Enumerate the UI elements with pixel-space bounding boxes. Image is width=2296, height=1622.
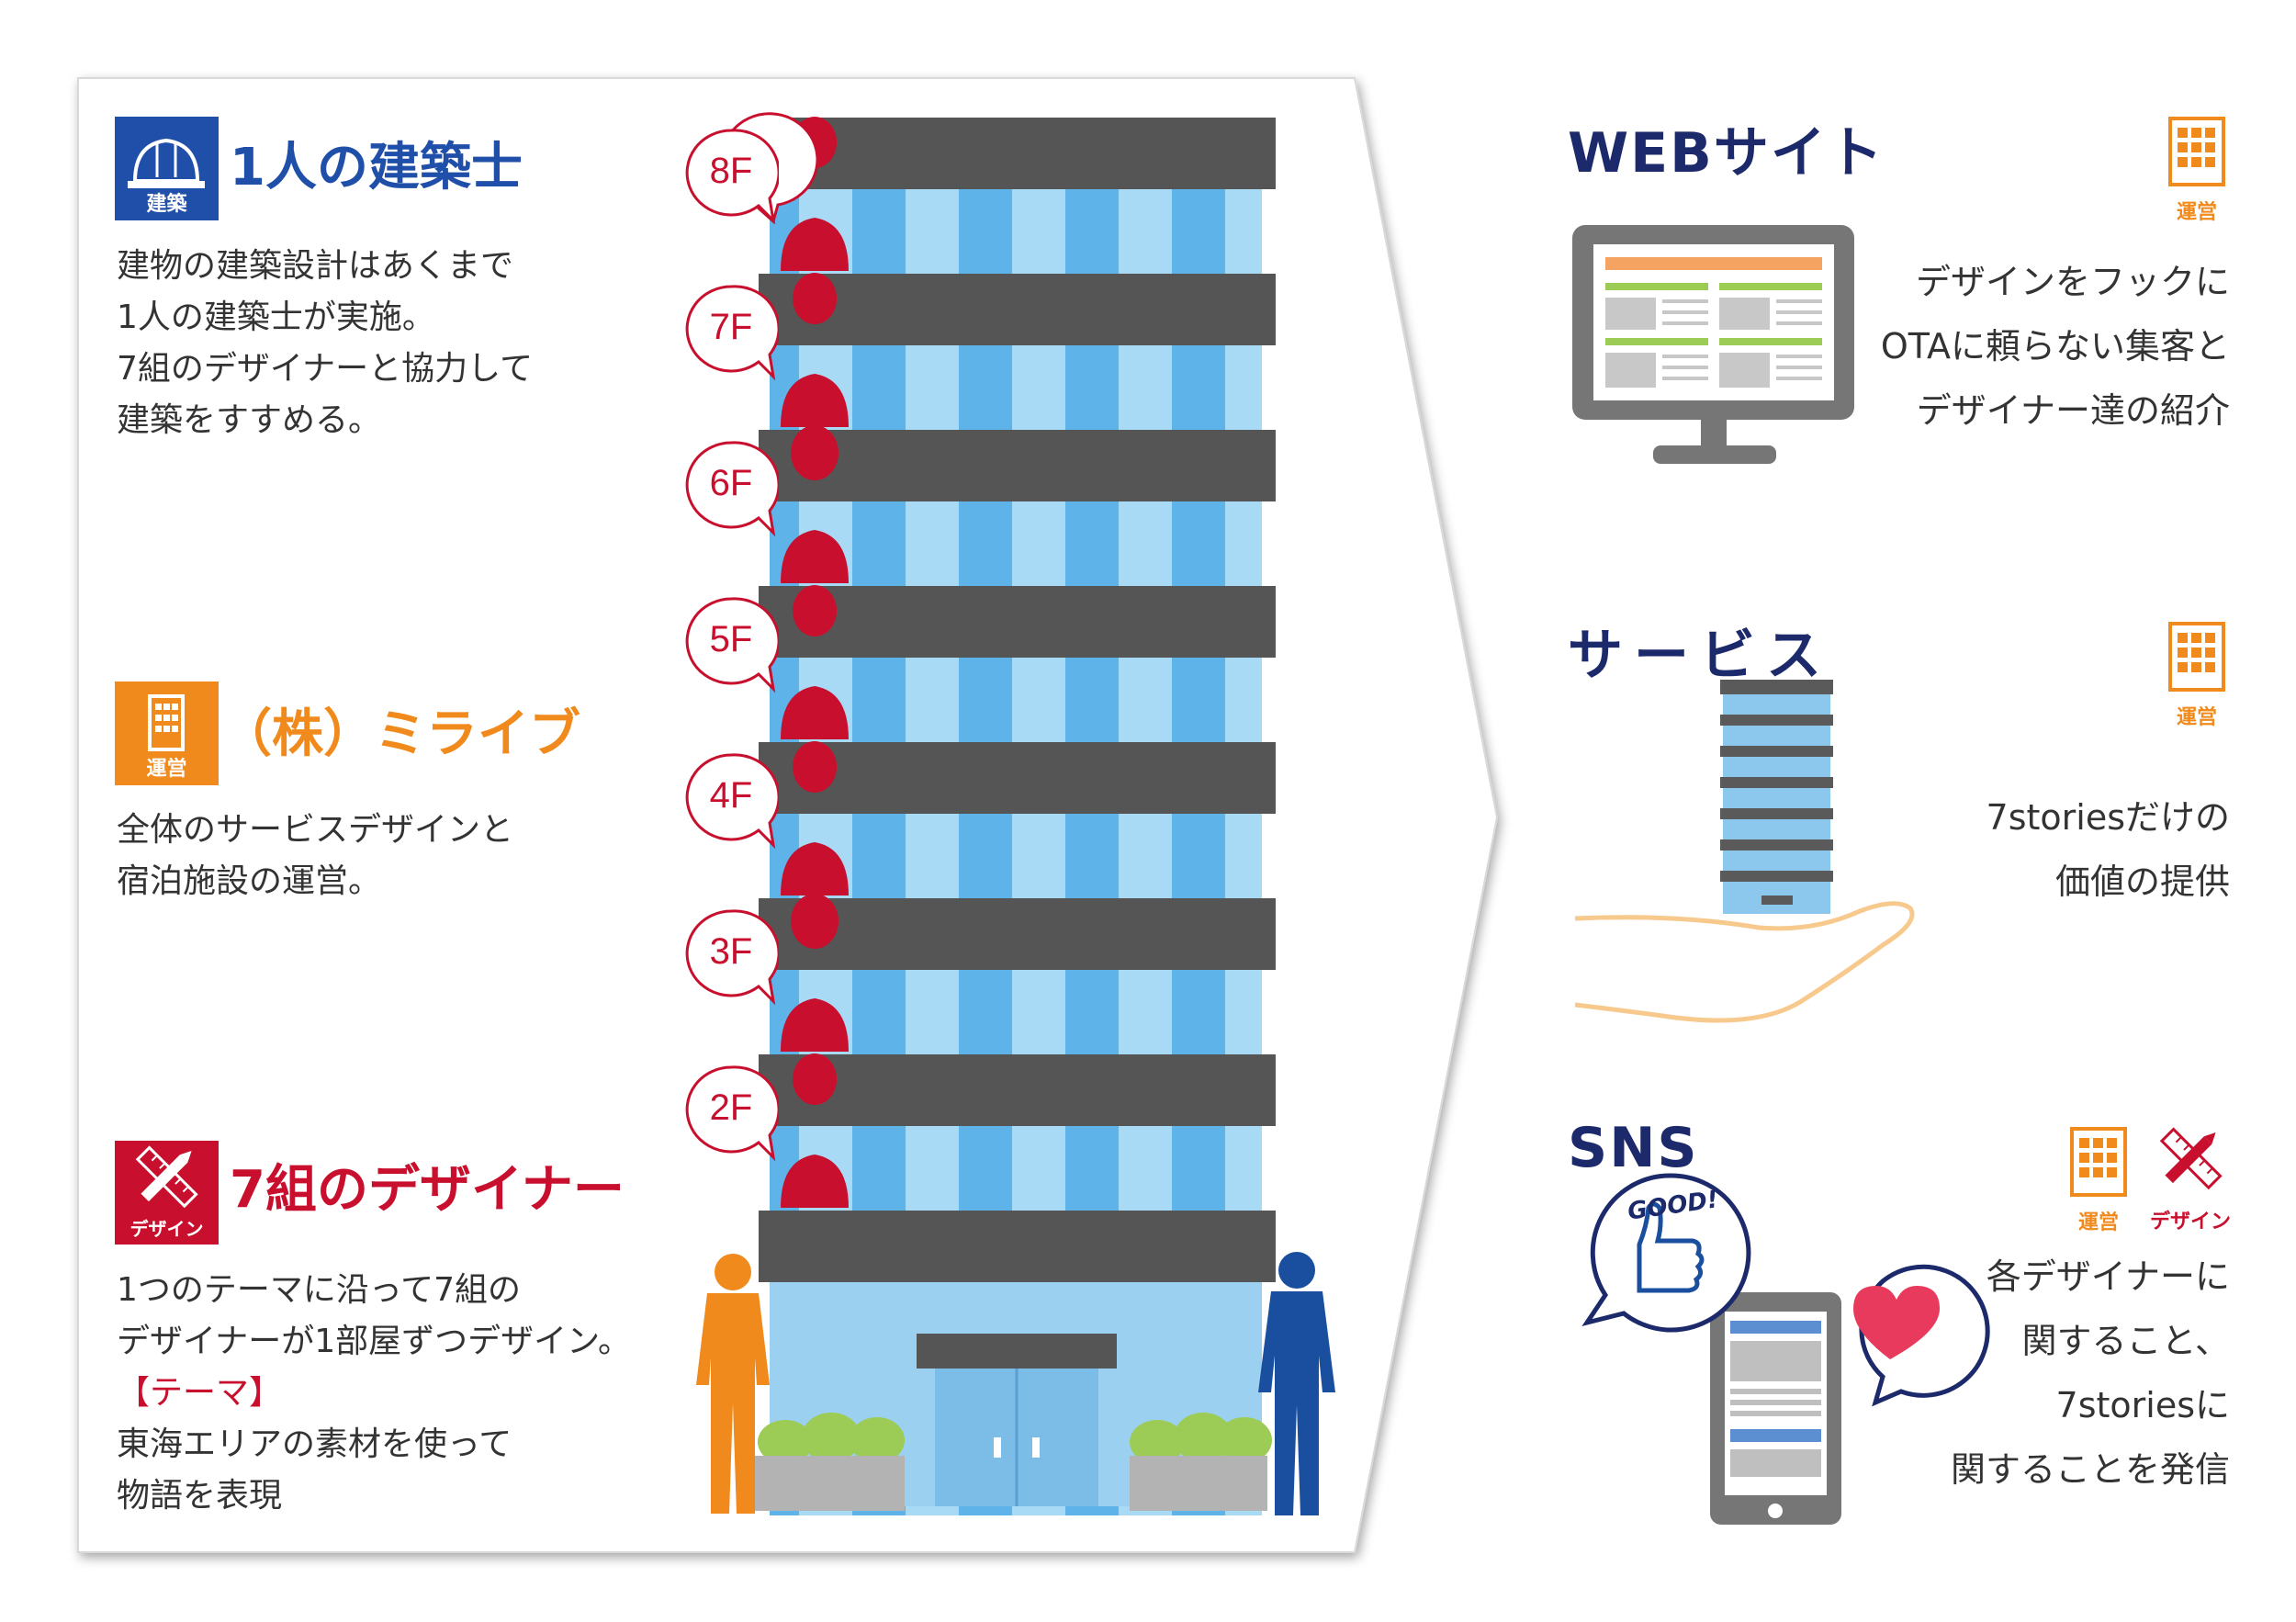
service-tag-label: 運営 [2176, 706, 2217, 729]
floor-bubble-5f: 5F [683, 595, 779, 693]
sns-title: SNS [1568, 1116, 1699, 1180]
planter-right [1130, 1413, 1272, 1511]
floor-label: 3F [709, 931, 753, 972]
company-icon-label: 運営 [146, 758, 187, 781]
designers-desc: 1つのテーマに沿って7組の デザイナーが1部屋ずつデザイン。 【テーマ】 東海エ… [117, 1271, 632, 1515]
web-desc: デザインをフックに OTAに頼らない集客と デザイナー達の紹介 [1880, 262, 2230, 431]
hand-building-illustration [1574, 680, 1915, 1023]
designers-icon: デザイン [115, 1141, 219, 1245]
sns-tag-label-2: デザイン [2149, 1211, 2231, 1233]
floor-label: 5F [709, 619, 753, 659]
floor-bubble-6f: 6F [683, 439, 779, 537]
company-desc: 全体のサービスデザインと 宿泊施設の運営。 [117, 811, 514, 900]
building-illustration [696, 118, 1335, 1515]
architect-desc: 建物の建築設計はあくまで 1人の建築士が実施。 7組のデザイナーと協力して 建築… [117, 247, 534, 439]
floor-bubble-8f: 8F [683, 127, 779, 225]
floor-bubble-3f: 3F [683, 907, 779, 1006]
architect-title: 1人の建築士 [230, 138, 523, 197]
designers-title: 7組のデザイナー [230, 1160, 625, 1220]
sns-tag-icon-1: 運営 [2066, 1125, 2131, 1234]
designers-icon-label: デザイン [129, 1218, 204, 1240]
sns-tag-icon-2: デザイン [2144, 1122, 2236, 1233]
service-title: サービス [1568, 624, 1832, 688]
sns-desc: 各デザイナーに 関すること、 7storiesに 関することを発信 [1950, 1256, 2230, 1490]
person-orange [696, 1254, 770, 1514]
person-blue [1258, 1252, 1335, 1515]
architect-icon-label: 建築 [146, 193, 187, 216]
sns-illustration [1581, 1173, 1990, 1525]
web-tag-icon: 運営 [2165, 115, 2229, 224]
floor-label: 2F [709, 1087, 753, 1128]
web-tag-label: 運営 [2176, 201, 2217, 224]
architect-icon: 建築 [115, 117, 219, 220]
floor-slabs [759, 118, 1276, 1282]
monitor-illustration [1572, 225, 1854, 464]
floor-bubble-4f: 4F [683, 751, 779, 850]
theme-label: 【テーマ】 [117, 1374, 283, 1412]
web-title: WEBサイト [1568, 121, 1885, 186]
floor-label: 4F [709, 775, 753, 816]
floor-label: 8F [709, 151, 753, 191]
floor-bubble-7f: 7F [683, 283, 779, 381]
floor-label: 6F [709, 463, 753, 503]
entrance-canopy [917, 1334, 1117, 1369]
service-tag-icon: 運営 [2165, 620, 2229, 729]
service-desc: 7storiesだけの 価値の提供 [1986, 797, 2230, 902]
floor-bubble-2f: 2F [683, 1064, 779, 1162]
company-icon: 運営 [115, 681, 219, 785]
company-title: （株）ミライブ [220, 704, 580, 764]
sns-tag-label-1: 運営 [2077, 1211, 2119, 1234]
planter-left [753, 1413, 905, 1511]
floor-label: 7F [709, 307, 753, 347]
